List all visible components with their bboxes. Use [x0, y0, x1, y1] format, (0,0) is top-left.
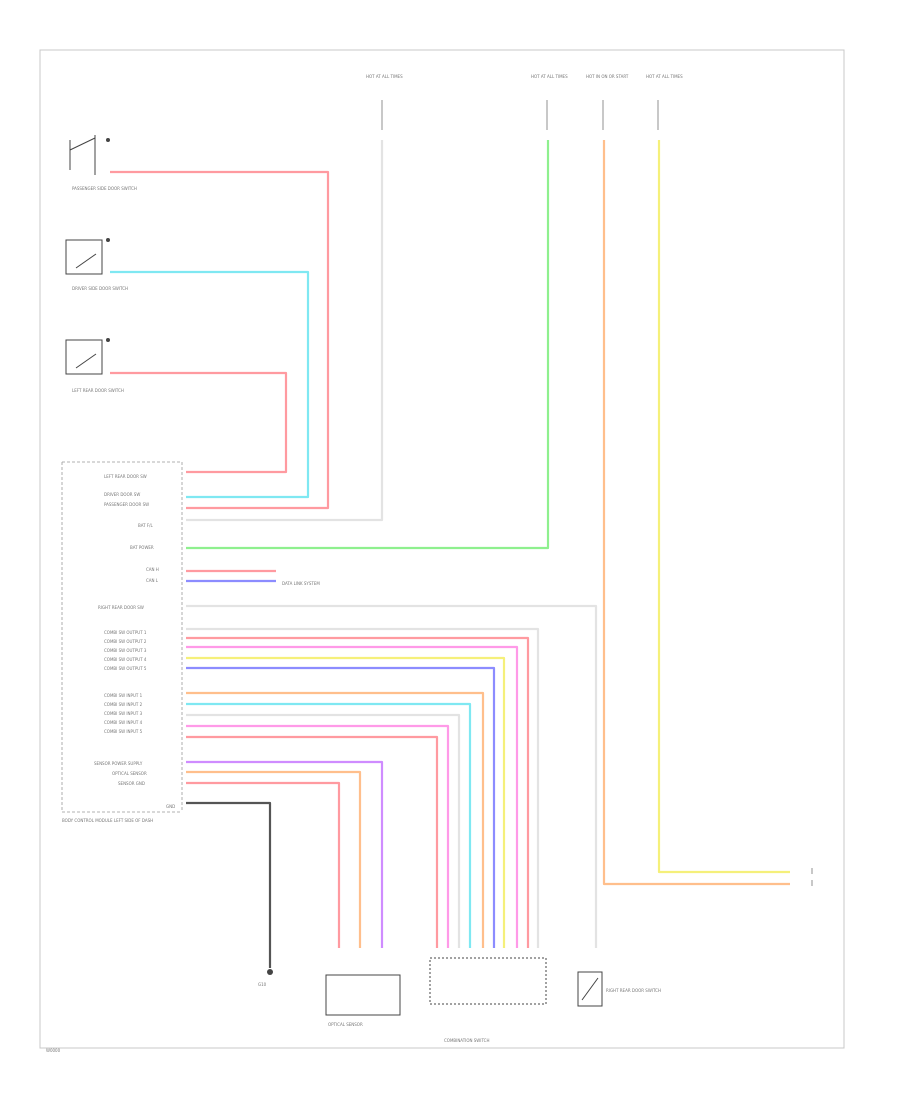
ground-icon [267, 969, 273, 975]
wire-combi-out-2 [186, 636, 530, 948]
pin-label: COMBI SW OUTPUT 1 [104, 630, 147, 635]
ground-point: G10 [258, 969, 273, 987]
wire-harness [110, 140, 790, 968]
power-label-4: HOT AT ALL TIMES [646, 74, 683, 79]
switch-label-left-rear: LEFT REAR DOOR SWITCH [72, 388, 124, 393]
wire-sensor-gnd [186, 781, 341, 948]
pin-label: LEFT REAR DOOR SW [104, 474, 147, 479]
wire-ign-feed [602, 140, 790, 886]
optical-sensor-label: OPTICAL SENSOR [328, 1022, 363, 1027]
wire-ground [186, 801, 272, 968]
pin-label: SENSOR GND [118, 781, 145, 786]
wire-optical-sensor [186, 770, 362, 948]
pin-label: COMBI SW OUTPUT 4 [104, 657, 147, 662]
wire-combi-out-1 [186, 627, 540, 948]
wire-right-rear-door [186, 604, 598, 948]
pin-label: COMBI SW INPUT 2 [104, 702, 143, 707]
right-rear-door-switch: RIGHT REAR DOOR SWITCH [577, 971, 661, 1007]
power-label-1: HOT AT ALL TIMES [366, 74, 403, 79]
wire-combi-out-3 [186, 645, 519, 948]
pin-label: COMBI SW INPUT 4 [104, 720, 143, 725]
bcm-outline [61, 461, 183, 813]
pin-label: BAT F/L [138, 523, 154, 528]
pin-label: COMBI SW OUTPUT 3 [104, 648, 147, 653]
pin-label: RIGHT REAR DOOR SW [98, 605, 144, 610]
ground-label: G10 [258, 982, 267, 987]
switch-label-driver: DRIVER SIDE DOOR SWITCH [72, 286, 128, 291]
wire-bat-feed [657, 140, 790, 874]
wire-left-rear-door [110, 371, 288, 474]
wire-combi-in-4 [186, 724, 450, 948]
power-label-3: HOT IN ON OR START [586, 74, 629, 79]
pin-label: CAN L [146, 578, 159, 583]
right-rear-switch-label: RIGHT REAR DOOR SWITCH [606, 988, 661, 993]
pin-label: SENSOR POWER SUPPLY [94, 761, 143, 766]
bcm-pin-labels: LEFT REAR DOOR SW DRIVER DOOR SW PASSENG… [94, 474, 175, 809]
pin-label: GND [166, 804, 175, 809]
wire-combi-out-5 [186, 666, 496, 948]
wire-combi-in-5 [186, 735, 439, 948]
wire-bat-power [186, 140, 550, 550]
diagram-frame [39, 49, 845, 1049]
switch-passenger-door: PASSENGER SIDE DOOR SWITCH [69, 135, 137, 191]
wire-combi-out-4 [186, 656, 506, 948]
wire-sensor-power [186, 760, 384, 948]
pin-label: COMBI SW INPUT 1 [104, 693, 143, 698]
wire-combi-in-2 [186, 702, 472, 948]
switch-left-rear-door: LEFT REAR DOOR SWITCH [65, 338, 124, 393]
pin-label: CAN H [146, 567, 159, 572]
pin-label: COMBI SW INPUT 3 [104, 711, 143, 716]
optical-sensor: OPTICAL SENSOR [325, 974, 401, 1027]
wire-combi-in-3 [186, 713, 461, 948]
wire-driver-door [110, 270, 310, 499]
switch-label-passenger: PASSENGER SIDE DOOR SWITCH [72, 186, 137, 191]
pin-label: BAT POWER [130, 545, 154, 550]
fuse-icons [381, 100, 659, 130]
pin-label: PASSENGER DOOR SW [104, 502, 149, 507]
wire-combi-in-1 [186, 691, 485, 948]
pin-label: DRIVER DOOR SW [104, 492, 140, 497]
can-system-label: DATA LINK SYSTEM [282, 581, 320, 586]
pin-label: COMBI SW OUTPUT 2 [104, 639, 147, 644]
switch-driver-door: DRIVER SIDE DOOR SWITCH [65, 238, 128, 291]
combination-switch-label: COMBINATION SWITCH [444, 1038, 489, 1043]
power-label-2: HOT AT ALL TIMES [531, 74, 568, 79]
combination-switch: COMBINATION SWITCH [429, 957, 547, 1043]
pin-label: COMBI SW INPUT 5 [104, 729, 143, 734]
pin-label: OPTICAL SENSOR [112, 771, 147, 776]
wire-bat-fl [186, 140, 384, 522]
footer-code: W0000 [46, 1048, 61, 1053]
pin-label: COMBI SW OUTPUT 5 [104, 666, 147, 671]
bcm-label: BODY CONTROL MODULE LEFT SIDE OF DASH [62, 818, 153, 823]
wire-passenger-door [110, 170, 330, 510]
